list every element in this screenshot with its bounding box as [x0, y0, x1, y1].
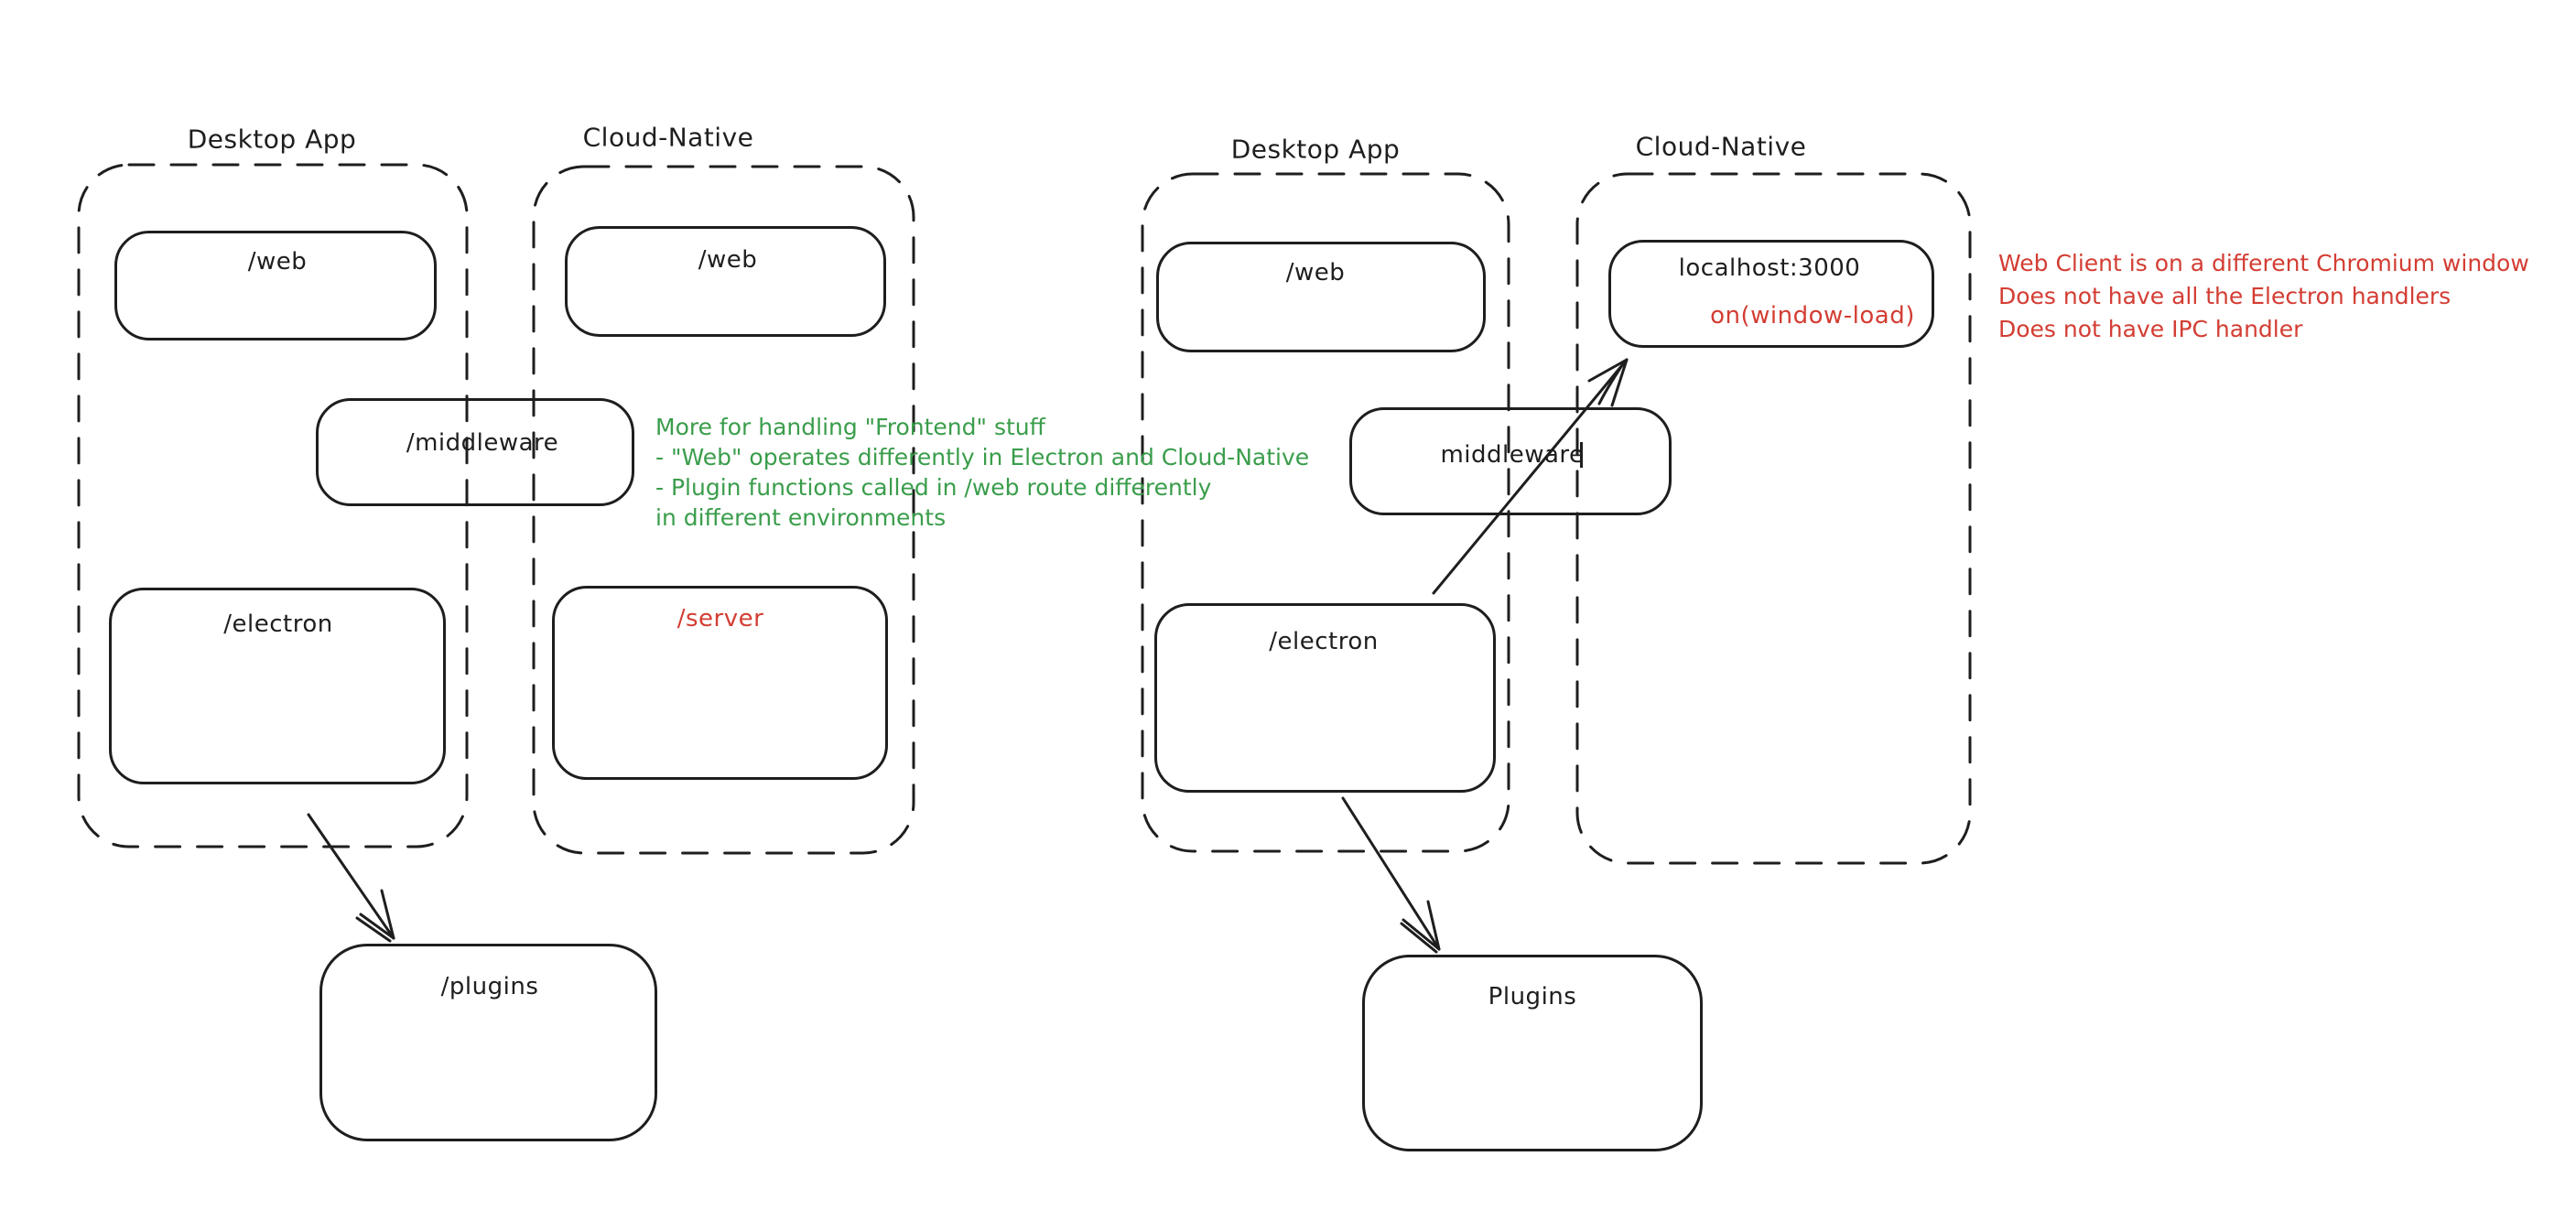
localhost-box-right[interactable] — [1608, 240, 1934, 348]
green-annotation[interactable]: More for handling "Frontend" stuff - "We… — [655, 412, 1309, 533]
green-annotation-line: More for handling "Frontend" stuff — [655, 414, 1045, 440]
window-load-event-label[interactable]: on(window-load) — [1710, 302, 1915, 330]
heading-cloud-native-left[interactable]: Cloud-Native — [582, 122, 754, 153]
web-route-box-desktop-left[interactable] — [114, 231, 437, 340]
heading-desktop-app-right[interactable]: Desktop App — [1230, 134, 1401, 165]
web-route-label-desktop-left[interactable]: /web — [247, 248, 308, 276]
electron-route-box-right[interactable] — [1154, 603, 1496, 793]
web-route-box-cloud-left[interactable] — [565, 226, 886, 337]
arrow-electron-to-plugins-right[interactable] — [1341, 796, 1441, 954]
red-annotation[interactable]: Web Client is on a different Chromium wi… — [1998, 247, 2529, 346]
plugins-box-right[interactable] — [1362, 955, 1703, 1151]
web-route-label-cloud-left[interactable]: /web — [698, 246, 758, 274]
electron-route-box-left[interactable] — [109, 588, 446, 784]
green-annotation-line: - "Web" operates differently in Electron… — [655, 444, 1310, 470]
web-route-label-desktop-right[interactable]: /web — [1285, 259, 1346, 286]
red-annotation-line: Web Client is on a different Chromium wi… — [1998, 250, 2529, 276]
web-route-box-desktop-right[interactable] — [1156, 242, 1486, 352]
red-annotation-line: Does not have IPC handler — [1998, 316, 2303, 342]
middleware-label-right[interactable]: middleware — [1440, 441, 1585, 469]
middleware-box-right[interactable] — [1349, 407, 1672, 515]
heading-cloud-native-right[interactable]: Cloud-Native — [1635, 131, 1807, 162]
plugins-label-left[interactable]: /plugins — [440, 973, 539, 1000]
server-route-box-left[interactable] — [552, 586, 888, 780]
heading-desktop-app-left[interactable]: Desktop App — [187, 124, 357, 155]
middleware-label-left[interactable]: /middleware — [406, 429, 559, 457]
arrow-electron-to-plugins-left[interactable] — [307, 813, 395, 943]
middleware-box-left[interactable] — [316, 398, 634, 506]
container-cloud-native-right[interactable] — [1575, 172, 1972, 865]
plugins-label-right[interactable]: Plugins — [1488, 983, 1577, 1010]
text-cursor — [1580, 442, 1583, 468]
arrow-electron-to-localhost[interactable] — [1432, 358, 1629, 595]
localhost-label[interactable]: localhost:3000 — [1678, 254, 1861, 282]
green-annotation-line: in different environments — [655, 504, 947, 531]
server-route-label-left[interactable]: /server — [676, 605, 764, 632]
electron-route-label-left[interactable]: /electron — [223, 611, 333, 638]
electron-route-label-right[interactable]: /electron — [1269, 628, 1379, 655]
green-annotation-line: - Plugin functions called in /web route … — [655, 474, 1212, 501]
plugins-box-left[interactable] — [319, 944, 657, 1141]
container-cloud-native-left[interactable] — [532, 165, 915, 855]
red-annotation-line: Does not have all the Electron handlers — [1998, 283, 2452, 309]
